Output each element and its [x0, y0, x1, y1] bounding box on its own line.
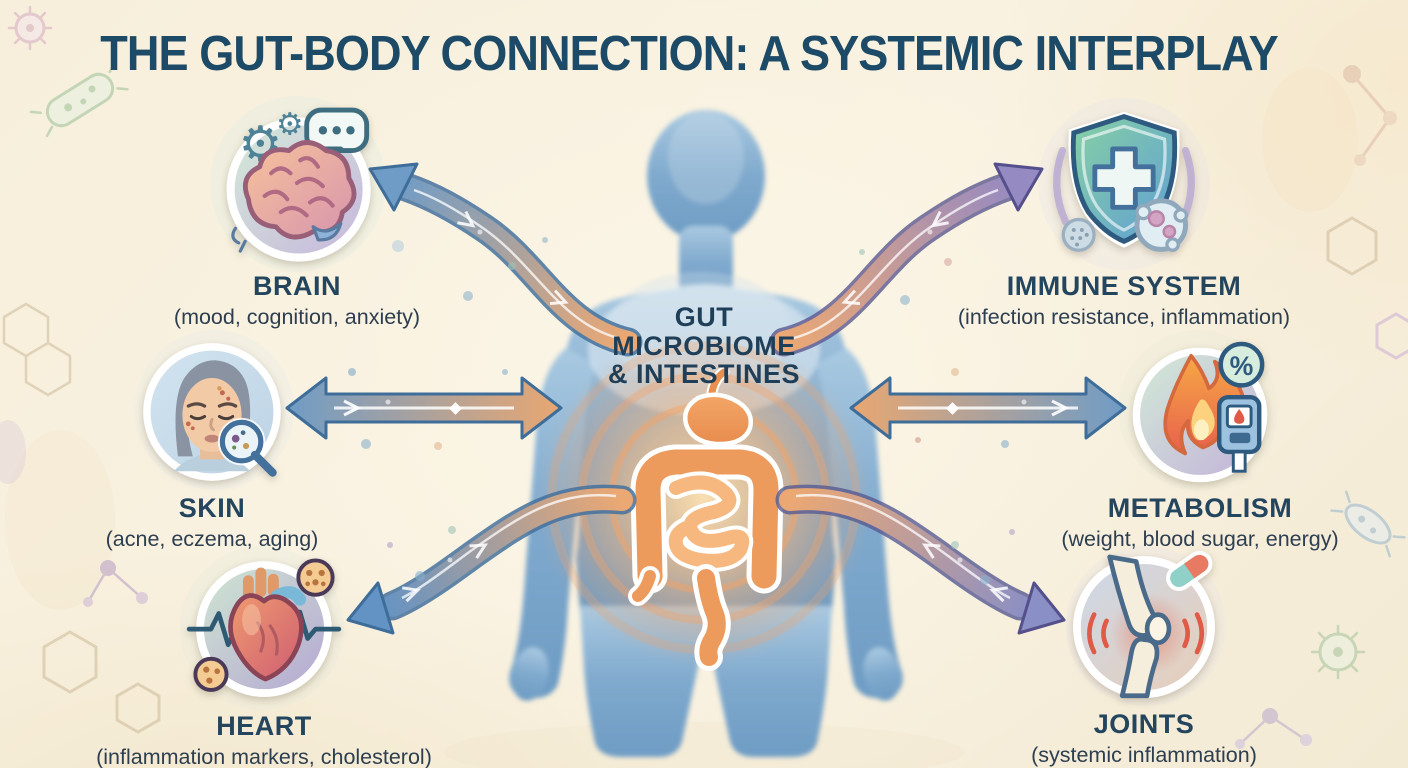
gut-label-line: GUT: [674, 302, 734, 332]
hexagon-molecule-icon: [42, 630, 161, 734]
bacteria-icon: [1330, 490, 1406, 558]
system-detail: (mood, cognition, anxiety): [173, 305, 421, 329]
arrow-gut-metabolism: [849, 376, 1127, 440]
system-detail: (weight, blood sugar, energy): [1061, 527, 1339, 551]
heart-ekg-icon: [186, 548, 342, 709]
virus-icon: [7, 5, 53, 51]
system-node-skin: SKIN (acne, eczema, aging): [22, 338, 402, 552]
hexagon-molecule-icon: [2, 302, 72, 397]
system-detail: (acne, eczema, aging): [105, 527, 319, 551]
arrow-gut-joints: [775, 484, 1066, 635]
system-node-immune: IMMUNE SYSTEM (infection resistance, inf…: [934, 102, 1314, 330]
page-title: THE GUT-BODY CONNECTION: A SYSTEMIC INTE…: [100, 27, 1278, 81]
watercolor-splotch: [5, 430, 115, 610]
system-name: SKIN: [178, 493, 246, 523]
watercolor-splotch: [1262, 68, 1358, 212]
watercolor-splotch: [0, 420, 26, 484]
system-detail: (systemic inflammation): [1031, 743, 1257, 767]
system-node-heart: HEART (inflammation markers, cholesterol…: [74, 548, 454, 768]
immune-shield-icon: [1043, 102, 1205, 269]
system-node-joints: JOINTS (systemic inflammation): [954, 546, 1334, 768]
arrow-gut-brain: [368, 162, 643, 357]
gut-label-line: & INTESTINES: [607, 359, 801, 390]
gut-center-label: GUT MICROBIOME & INTESTINES: [608, 303, 800, 389]
arrow-gut-heart: [346, 484, 637, 635]
percent-symbol: %: [1230, 351, 1254, 381]
system-name: BRAIN: [253, 271, 341, 301]
system-name: HEART: [216, 711, 312, 741]
system-detail: (inflammation markers, cholesterol): [96, 745, 432, 768]
molecule-icon: [1235, 708, 1312, 749]
gut-intestines-illustration: [628, 366, 784, 671]
arrow-particles: [348, 229, 1027, 585]
system-node-metabolism: % METABOLISM (weight, blood sugar, energ…: [1010, 338, 1390, 552]
metabolism-flame-icon: %: [1126, 338, 1274, 491]
molecule-icon: [83, 560, 148, 607]
brain-icon: ⚙ ⚙: [216, 102, 378, 269]
arrow-gut-skin: [285, 376, 563, 440]
hexagon-molecule-icon: [1326, 216, 1408, 360]
watercolor-splotch: [444, 722, 964, 768]
system-name: METABOLISM: [1107, 493, 1293, 523]
bacteria-icon: [29, 61, 129, 138]
arrow-gut-immune: [769, 162, 1044, 357]
system-detail: (infection resistance, inflammation): [957, 305, 1291, 329]
knee-joint-icon: [1066, 546, 1222, 707]
virus-icon: [1310, 624, 1366, 680]
svg-text:⚙: ⚙: [276, 106, 304, 142]
system-name: JOINTS: [1093, 709, 1195, 739]
gut-label-line: MICROBIOME: [612, 330, 796, 361]
system-node-brain: ⚙ ⚙ BRAIN (mood, cognition, anxiety): [107, 102, 487, 330]
system-name: IMMUNE SYSTEM: [1006, 271, 1242, 301]
molecule-icon: [1343, 65, 1397, 166]
skin-face-icon: [138, 338, 286, 491]
